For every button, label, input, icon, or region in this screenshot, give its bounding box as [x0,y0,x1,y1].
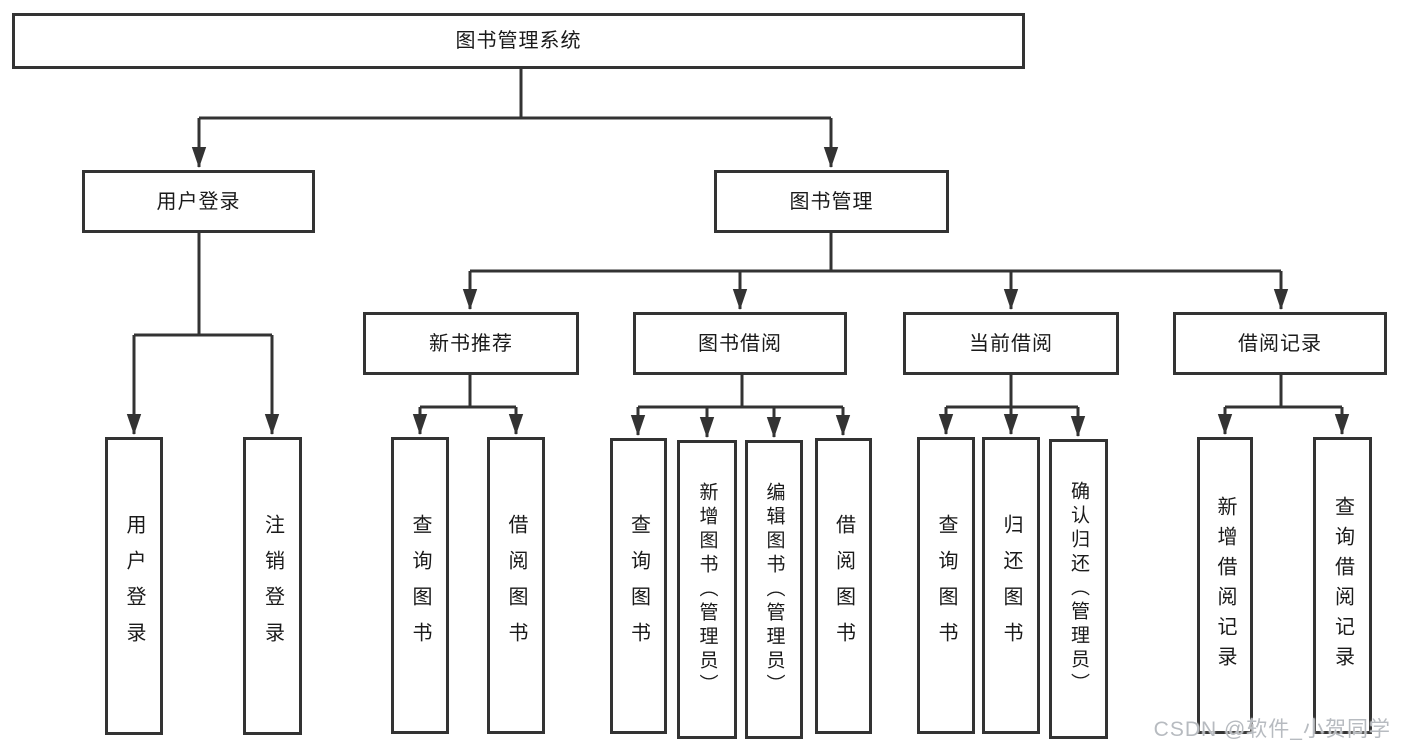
leaf-user-login: 用户登录 [105,437,163,735]
node-new-book-recommend: 新书推荐 [363,312,579,375]
leaf-user-login-label: 用户登录 [123,514,145,658]
edge-current-borrowing-children [938,375,1086,437]
leaf-query-books-borrowing-label: 查询图书 [627,514,650,658]
leaf-add-borrow-record-label: 新增借阅记录 [1214,495,1236,676]
leaf-query-borrow-record: 查询借阅记录 [1313,437,1372,734]
leaf-borrow-books-borrowing: 借阅图书 [815,438,872,734]
leaf-query-books-borrowing: 查询图书 [610,438,667,734]
edge-book-management-children [462,233,1289,310]
node-library-management-system: 图书管理系统 [12,13,1025,69]
leaf-borrow-books-recommend: 借阅图书 [487,437,545,734]
leaf-borrow-books-recommend-label: 借阅图书 [505,513,527,658]
leaf-logout: 注销登录 [243,437,302,735]
node-book-management-label: 图书管理 [789,190,874,213]
edge-new-book-recommend-children [412,375,524,435]
node-borrow-records: 借阅记录 [1173,312,1387,375]
leaf-query-books-current: 查询图书 [917,437,975,734]
csdn-watermark: CSDN @软件_小贺同学 [1153,718,1391,741]
node-user-login: 用户登录 [82,170,315,233]
edge-root-to-level2 [191,69,839,168]
leaf-query-books-recommend-label: 查询图书 [409,513,431,658]
edge-user-login-children [126,233,280,435]
leaf-edit-books-admin: 编辑图书（管理员） [745,440,803,739]
leaf-query-books-current-label: 查询图书 [935,513,957,658]
edge-book-borrowing-children [630,375,851,438]
node-current-borrowing-label: 当前借阅 [969,332,1053,355]
leaf-confirm-return-admin-label: 确认归还（管理员） [1068,481,1089,697]
leaf-return-books: 归还图书 [982,437,1040,734]
node-new-book-recommend-label: 新书推荐 [429,332,513,355]
node-user-login-label: 用户登录 [156,190,241,213]
node-book-borrowing-label: 图书借阅 [698,332,782,355]
leaf-query-books-recommend: 查询图书 [391,437,449,734]
leaf-confirm-return-admin: 确认归还（管理员） [1049,439,1108,739]
leaf-edit-books-admin-label: 编辑图书（管理员） [763,481,785,698]
node-book-borrowing: 图书借阅 [633,312,847,375]
leaf-add-borrow-record: 新增借阅记录 [1197,437,1253,734]
node-book-management: 图书管理 [714,170,949,233]
edge-borrow-records-children [1217,375,1350,435]
node-library-management-system-label: 图书管理系统 [455,30,582,52]
node-borrow-records-label: 借阅记录 [1238,332,1322,355]
leaf-add-books-admin-label: 新增图书（管理员） [696,481,718,698]
leaf-borrow-books-borrowing-label: 借阅图书 [832,514,855,658]
leaf-return-books-label: 归还图书 [1000,513,1022,658]
leaf-query-borrow-record-label: 查询借阅记录 [1331,495,1354,676]
leaf-logout-label: 注销登录 [261,514,284,658]
node-current-borrowing: 当前借阅 [903,312,1119,375]
leaf-add-books-admin: 新增图书（管理员） [677,440,737,739]
